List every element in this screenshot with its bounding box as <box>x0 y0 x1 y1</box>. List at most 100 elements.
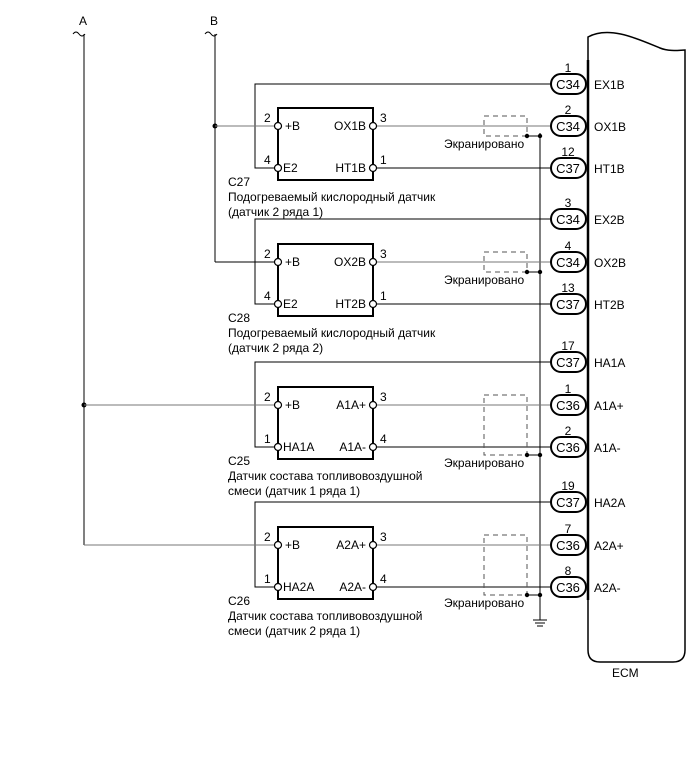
sensor-name: Подогреваемый кислородный датчик <box>228 190 436 204</box>
terminal-pin-number: 17 <box>561 339 575 353</box>
pin-terminal <box>273 540 283 550</box>
shield-box <box>483 534 528 596</box>
pin-number: 4 <box>264 153 271 167</box>
terminal-pin-number: 2 <box>565 103 572 117</box>
pin-terminal <box>273 582 283 592</box>
pin-label: HA2A <box>283 580 314 594</box>
connector-id: C37 <box>556 297 580 312</box>
pin-terminal <box>368 121 378 131</box>
connector-label: C25 <box>228 454 250 468</box>
terminal-signal: EX1B <box>594 78 625 92</box>
pin-number: 1 <box>380 153 387 167</box>
pin-number: 3 <box>380 390 387 404</box>
terminal-signal: A1A+ <box>594 399 624 413</box>
pin-label: E2 <box>283 161 298 175</box>
pin-label: +B <box>285 398 300 412</box>
terminal-pin-number: 1 <box>565 61 572 75</box>
ecm-label: ECM <box>612 666 639 680</box>
connector-id: C36 <box>556 398 580 413</box>
sensor-name: Датчик состава топливовоздушной <box>228 609 422 623</box>
terminal-signal: OX2B <box>594 256 626 270</box>
pin-number: 3 <box>380 111 387 125</box>
shield-box <box>483 115 528 137</box>
shield-junction <box>524 592 530 598</box>
pin-terminal <box>368 257 378 267</box>
pin-number: 4 <box>264 289 271 303</box>
pin-label: OX2B <box>334 255 366 269</box>
terminal-pin-number: 13 <box>561 281 575 295</box>
sensor-body <box>277 526 374 600</box>
terminal-signal: EX2B <box>594 213 625 227</box>
pin-number: 3 <box>380 247 387 261</box>
sensor-body <box>277 243 374 317</box>
terminal-pin-number: 3 <box>565 196 572 210</box>
pin-number: 1 <box>264 572 271 586</box>
pin-terminal <box>368 540 378 550</box>
pin-number: 1 <box>264 432 271 446</box>
drain-junction <box>537 269 543 275</box>
pin-terminal <box>368 582 378 592</box>
pin-label: OX1B <box>334 119 366 133</box>
pin-terminal <box>368 299 378 309</box>
sensor-name: Подогреваемый кислородный датчик <box>228 326 436 340</box>
terminal-signal: HT1B <box>594 162 625 176</box>
shield-junction <box>524 269 530 275</box>
connector-id: C34 <box>556 119 580 134</box>
connector-badge <box>550 73 587 95</box>
shield-label: Экранировано <box>444 456 524 470</box>
connector-badge <box>550 115 587 137</box>
terminal-signal: HA2A <box>594 496 625 510</box>
pin-label: HT2B <box>335 297 366 311</box>
connector-label: C26 <box>228 594 250 608</box>
shield-box <box>483 251 528 273</box>
connector-id: C34 <box>556 77 580 92</box>
pin-number: 2 <box>264 247 271 261</box>
drain-junction <box>537 452 543 458</box>
pin-terminal <box>368 442 378 452</box>
connector-id: C34 <box>556 255 580 270</box>
pin-terminal <box>368 163 378 173</box>
pin-number: 4 <box>380 572 387 586</box>
terminal-signal: A2A- <box>594 581 621 595</box>
terminal-signal: HT2B <box>594 298 625 312</box>
connector-id: C37 <box>556 495 580 510</box>
shield-box <box>483 394 528 456</box>
terminal-pin-number: 2 <box>565 424 572 438</box>
shield-junction <box>524 133 530 139</box>
pin-label: A1A- <box>339 440 366 454</box>
sensor-body <box>277 107 374 181</box>
connector-id: C36 <box>556 580 580 595</box>
terminal-signal: OX1B <box>594 120 626 134</box>
pin-terminal <box>273 400 283 410</box>
shield-label: Экранировано <box>444 137 524 151</box>
terminal-pin-number: 4 <box>565 239 572 253</box>
pin-number: 1 <box>380 289 387 303</box>
pin-number: 3 <box>380 530 387 544</box>
pin-terminal <box>273 442 283 452</box>
pin-terminal <box>273 299 283 309</box>
connector-id: C34 <box>556 212 580 227</box>
break-mark-a <box>72 31 86 37</box>
connector-badge <box>550 436 587 458</box>
pin-number: 2 <box>264 390 271 404</box>
shield-junction <box>524 452 530 458</box>
pin-terminal <box>273 121 283 131</box>
pin-number: 2 <box>264 111 271 125</box>
sensor-location: смеси (датчик 1 ряда 1) <box>228 484 360 498</box>
drain-junction <box>537 133 543 139</box>
pin-label: E2 <box>283 297 298 311</box>
pin-terminal <box>273 163 283 173</box>
harness-label-b: B <box>210 14 218 28</box>
